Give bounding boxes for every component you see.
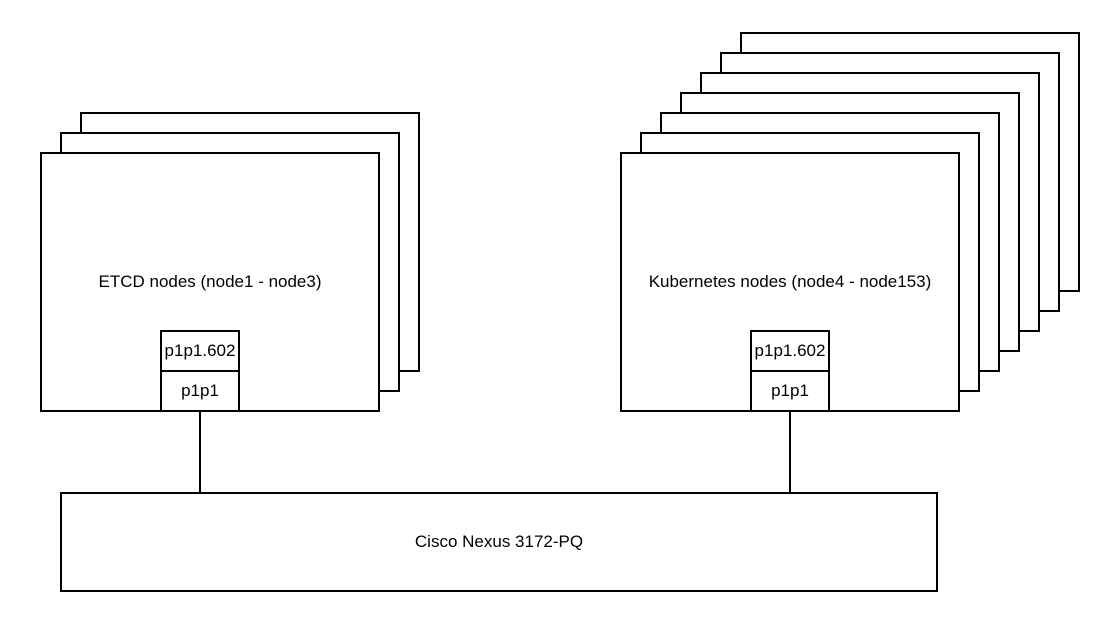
kubernetes-port-vlan-box: p1p1.602 xyxy=(750,330,830,372)
etcd-to-switch-link xyxy=(199,412,201,492)
etcd-port-phys-box: p1p1 xyxy=(160,370,240,412)
kubernetes-to-switch-link xyxy=(789,412,791,492)
kubernetes-port-vlan-label: p1p1.602 xyxy=(754,341,826,360)
switch-label: Cisco Nexus 3172-PQ xyxy=(414,532,584,551)
kubernetes-stack-label: Kubernetes nodes (node4 - node153) xyxy=(648,271,932,291)
kubernetes-port-phys-box: p1p1 xyxy=(750,370,830,412)
etcd-port-phys-label: p1p1 xyxy=(181,381,219,400)
kubernetes-port-phys-label: p1p1 xyxy=(771,381,809,400)
etcd-port-vlan-box: p1p1.602 xyxy=(160,330,240,372)
etcd-stack-label: ETCD nodes (node1 - node3) xyxy=(98,271,322,291)
etcd-port-vlan-label: p1p1.602 xyxy=(164,341,236,360)
switch-box: Cisco Nexus 3172-PQ xyxy=(60,492,938,592)
